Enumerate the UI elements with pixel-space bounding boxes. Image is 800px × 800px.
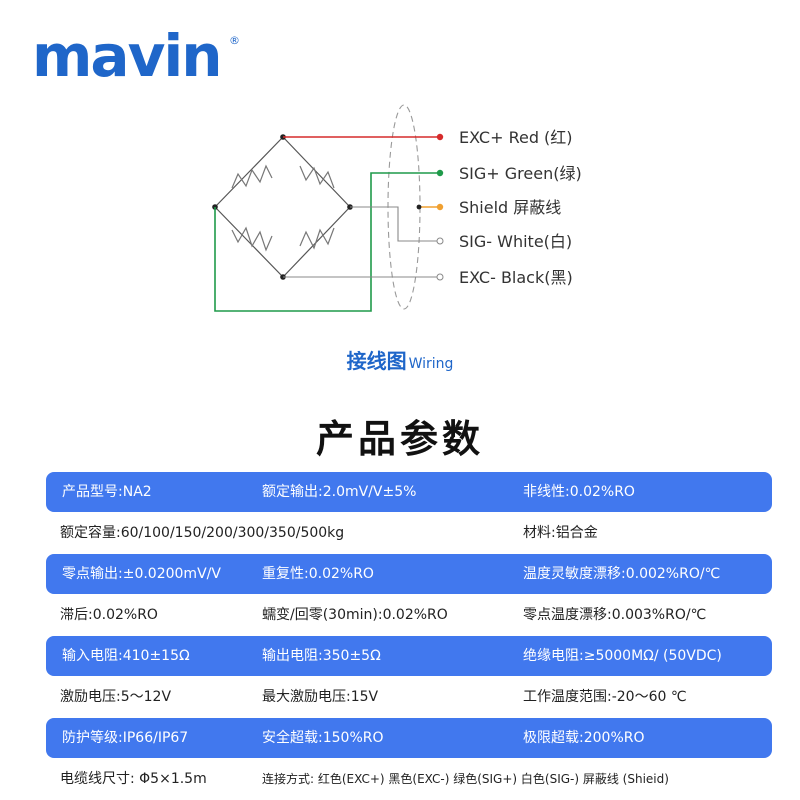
spec-table: 产品型号:NA2 额定输出:2.0mV/V±5% 非线性:0.02%RO 额定容… bbox=[46, 472, 772, 800]
wire-sig-minus-end bbox=[436, 237, 444, 245]
resistor-2 bbox=[299, 165, 335, 189]
spec-row: 输入电阻:410±15Ω 输出电阻:350±5Ω 绝缘电阻:≥5000MΩ/ (… bbox=[46, 636, 772, 676]
label-sig-plus: SIG+ Green(绿) bbox=[459, 164, 582, 183]
spec-cell: 材料:铝合金 bbox=[523, 525, 598, 541]
spec-cell: 激励电压:5〜12V bbox=[60, 689, 172, 705]
spec-cell: 重复性:0.02%RO bbox=[262, 566, 374, 582]
spec-row: 激励电压:5〜12V 最大激励电压:15V 工作温度范围:-20〜60 ℃ bbox=[46, 677, 772, 717]
wiring-caption-en: Wiring bbox=[408, 356, 454, 372]
spec-cell: 零点输出:±0.0200mV/V bbox=[62, 566, 221, 582]
spec-cell: 工作温度范围:-20〜60 ℃ bbox=[523, 689, 687, 705]
spec-row: 防护等级:IP66/IP67 安全超载:150%RO 极限超载:200%RO bbox=[46, 718, 772, 758]
label-shield: Shield 屏蔽线 bbox=[459, 198, 561, 217]
spec-cell: 额定容量:60/100/150/200/300/350/500kg bbox=[60, 525, 345, 541]
spec-row: 滞后:0.02%RO 蠕变/回零(30min):0.02%RO 零点温度漂移:0… bbox=[46, 595, 772, 635]
label-exc-plus: EXC+ Red (红) bbox=[459, 128, 573, 147]
brand-name: mavin bbox=[32, 22, 223, 90]
label-sig-minus: SIG- White(白) bbox=[459, 232, 572, 251]
bridge-arm-top-left bbox=[214, 136, 284, 208]
wiring-diagram: EXC+ Red (红) SIG+ Green(绿) Shield 屏蔽线 SI… bbox=[212, 104, 582, 312]
spec-cell: 安全超载:150%RO bbox=[262, 730, 384, 746]
resistor-3 bbox=[231, 226, 273, 252]
spec-cell: 输出电阻:350±5Ω bbox=[262, 648, 381, 664]
spec-row: 额定容量:60/100/150/200/300/350/500kg 材料:铝合金 bbox=[46, 513, 772, 553]
bridge-arm-bottom-left bbox=[214, 206, 284, 278]
wiring-caption-zh: 接线图 bbox=[346, 349, 407, 373]
spec-cell: 连接方式: 红色(EXC+) 黑色(EXC-) 绿色(SIG+) 白色(SIG-… bbox=[262, 772, 669, 786]
wire-exc-minus-end bbox=[436, 273, 444, 281]
spec-cell: 防护等级:IP66/IP67 bbox=[62, 730, 189, 746]
spec-cell: 额定输出:2.0mV/V±5% bbox=[262, 484, 417, 500]
wire-sig-minus bbox=[350, 206, 440, 242]
label-exc-minus: EXC- Black(黑) bbox=[459, 268, 573, 287]
spec-cell: 极限超载:200%RO bbox=[523, 730, 645, 746]
spec-cell: 非线性:0.02%RO bbox=[523, 484, 635, 500]
spec-cell: 蠕变/回零(30min):0.02%RO bbox=[262, 607, 448, 623]
section-title: 产品参数 bbox=[315, 417, 484, 461]
wire-exc-plus-end bbox=[436, 133, 444, 141]
spec-cell: 电缆线尺寸: Φ5×1.5m bbox=[60, 771, 207, 787]
wire-sig-plus-end bbox=[436, 169, 444, 177]
spec-cell: 温度灵敏度漂移:0.002%RO/℃ bbox=[523, 566, 721, 582]
bridge-arm-top-right bbox=[282, 136, 351, 208]
wheatstone-bridge bbox=[214, 136, 351, 278]
spec-row: 电缆线尺寸: Φ5×1.5m 连接方式: 红色(EXC+) 黑色(EXC-) 绿… bbox=[46, 759, 772, 799]
spec-cell: 滞后:0.02%RO bbox=[60, 607, 158, 623]
spec-cell: 输入电阻:410±15Ω bbox=[62, 648, 190, 664]
shield-node bbox=[416, 204, 422, 210]
wire-shield-end bbox=[436, 203, 444, 211]
resistor-4 bbox=[299, 227, 335, 250]
registered-mark: ® bbox=[229, 34, 240, 47]
spec-cell: 零点温度漂移:0.003%RO/℃ bbox=[523, 607, 707, 623]
spec-cell: 最大激励电压:15V bbox=[262, 689, 379, 705]
spec-cell: 绝缘电阻:≥5000MΩ/ (50VDC) bbox=[523, 648, 722, 664]
resistor-1 bbox=[231, 164, 273, 189]
spec-row: 零点输出:±0.0200mV/V 重复性:0.02%RO 温度灵敏度漂移:0.0… bbox=[46, 554, 772, 594]
spec-cell: 产品型号:NA2 bbox=[62, 484, 152, 500]
node-left bbox=[212, 204, 218, 210]
spec-row: 产品型号:NA2 额定输出:2.0mV/V±5% 非线性:0.02%RO bbox=[46, 472, 772, 512]
wire-sig-plus bbox=[214, 172, 440, 312]
